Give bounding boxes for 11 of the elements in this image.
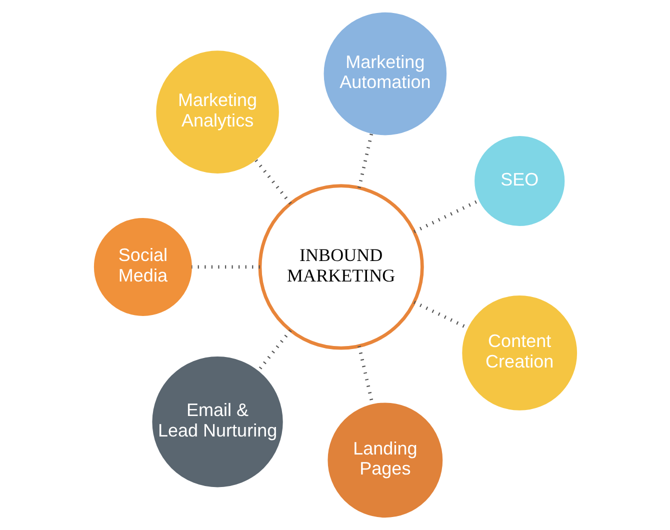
node-circle: Email & Lead Nurturing bbox=[152, 356, 282, 488]
connector bbox=[254, 158, 292, 205]
node-circle: Marketing Analytics bbox=[156, 50, 278, 174]
node-circle: SEO bbox=[474, 136, 564, 226]
node-circle: Marketing Automation bbox=[323, 12, 446, 136]
node-circle: INBOUND MARKETING bbox=[258, 184, 424, 350]
node-circle: Content Creation bbox=[462, 295, 577, 410]
connector bbox=[357, 132, 373, 188]
node-circle: Social Media bbox=[93, 218, 192, 316]
connector bbox=[412, 199, 480, 234]
node-circle: Landing Pages bbox=[327, 402, 442, 518]
